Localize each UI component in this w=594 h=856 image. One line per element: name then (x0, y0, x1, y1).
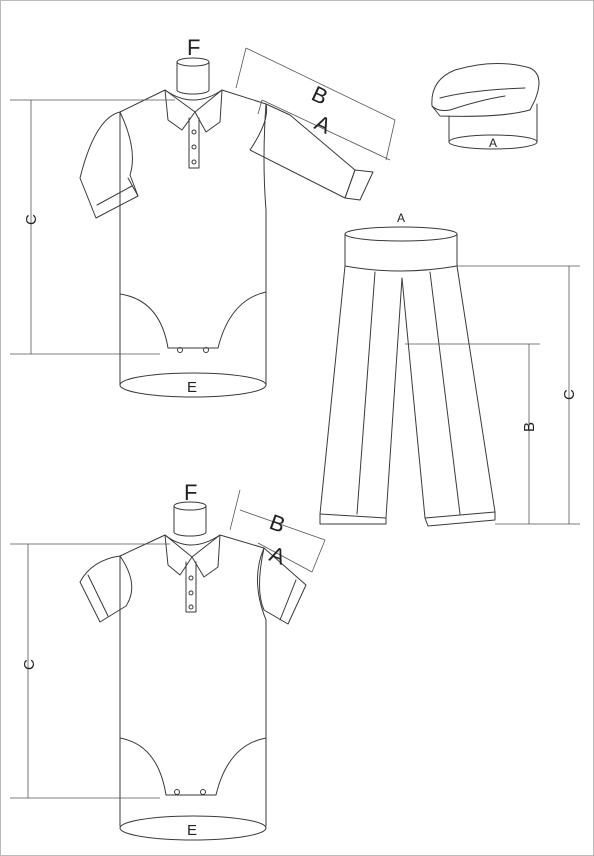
sleeve-right-2 (259, 547, 307, 625)
sleeve-right-cuff (344, 169, 374, 201)
label-sleeve-a-2: A (266, 541, 289, 570)
dimension-lines-pants (405, 265, 580, 525)
collar-right (194, 89, 223, 133)
cap: A (431, 62, 540, 150)
label-sleeve-a: A (311, 110, 335, 139)
label-hem-e-2: E (187, 822, 197, 839)
collar-left (164, 89, 196, 131)
label-length-c: C (23, 214, 40, 225)
hem-ellipse (119, 372, 267, 398)
sleeve-left-2 (79, 555, 133, 623)
label-sleeve-b: B (308, 81, 332, 110)
collar-left-2 (164, 534, 193, 576)
cap-crown (431, 62, 540, 117)
dimension-lines-bottom (10, 489, 326, 799)
pants-left-leg (319, 265, 403, 519)
hem-ellipse-2 (119, 815, 267, 841)
bodysuit-body-2 (119, 534, 267, 796)
sleeve-left (79, 111, 139, 219)
pants: A C B (319, 211, 580, 527)
label-cap-a: A (489, 136, 497, 150)
label-inseam-b: B (521, 422, 538, 432)
label-neck-f-2: F (184, 480, 197, 505)
sleeve-right (249, 103, 356, 199)
neck-cylinder-2 (173, 501, 207, 537)
label-hem-e: E (187, 379, 197, 396)
label-waist-a: A (397, 211, 405, 225)
dimension-lines-top (10, 47, 396, 355)
collar-right-2 (191, 534, 221, 578)
label-neck-f: F (187, 35, 200, 60)
pants-right-leg (401, 265, 496, 519)
bodysuit-short-sleeve: F B A C E (10, 480, 326, 841)
bodysuit-body (119, 89, 267, 349)
label-sleeve-b-2: B (266, 509, 288, 538)
label-length-c-2: C (21, 659, 38, 670)
label-outer-c: C (561, 389, 578, 400)
waist-ellipse (344, 226, 458, 242)
neck-cylinder (176, 57, 210, 95)
